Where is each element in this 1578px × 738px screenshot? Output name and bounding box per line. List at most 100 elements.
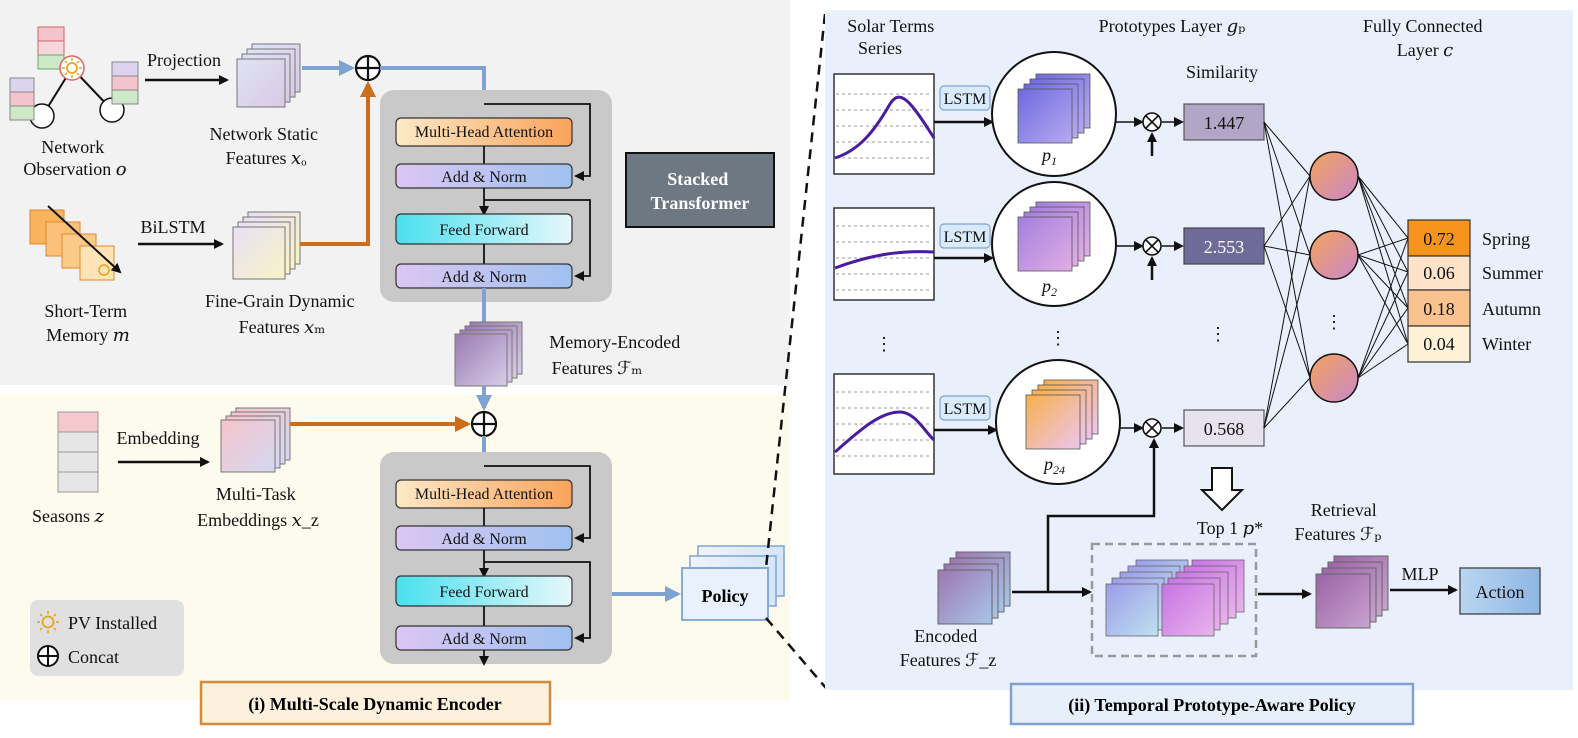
similarity-box-2 xyxy=(1183,227,1265,265)
prototype-p2-label: p2 xyxy=(1040,276,1057,299)
similarity-value-3: 0.568 xyxy=(1204,419,1245,439)
mlp-label: MLP xyxy=(1401,564,1438,584)
similarity-box-3 xyxy=(1183,409,1265,447)
encoded-features-stack xyxy=(937,551,1011,625)
multi-task-embeddings-stack xyxy=(220,407,291,473)
action-label: Action xyxy=(1476,582,1525,602)
dynamic-to-concat-arrow xyxy=(300,81,376,246)
legend-box xyxy=(30,600,184,676)
output-season-summer: Summer xyxy=(1482,263,1543,283)
sun-icon xyxy=(62,58,82,78)
prototype-p1-stack xyxy=(1017,73,1091,144)
fine-grain-label: Fine-Grain Dynamic Features 𝑥ₘ xyxy=(205,291,359,337)
prototype-p24-label: p24 xyxy=(1042,454,1065,477)
top1-down-arrow-icon xyxy=(1199,467,1245,512)
network-static-features-stack xyxy=(236,43,301,108)
retrieval-features-stack xyxy=(1315,555,1389,629)
network-static-label: Network Static Features 𝑥ₒ xyxy=(210,124,323,168)
output-value-spring: 0.72 xyxy=(1423,229,1455,249)
ellipsis-similarity: ⋮ xyxy=(1209,324,1227,344)
feed-forward-label-bottom: Feed Forward xyxy=(439,584,528,601)
concat-icon-bottom xyxy=(470,410,498,438)
ellipsis-prototypes: ⋮ xyxy=(1049,328,1067,348)
network-observation-label: Network Observation 𝑜 xyxy=(23,137,126,179)
seasons-vector-icon xyxy=(57,411,99,493)
memory-encoded-label: Memory-Encoded Features ℱₘ xyxy=(549,332,684,378)
encoded-to-multiply-arrow xyxy=(1046,438,1159,592)
transformer-block-top: Multi-Head Attention Add & Norm Feed For… xyxy=(380,90,612,302)
prototype-p1-label: p1 xyxy=(1040,145,1057,168)
policy-box xyxy=(681,545,785,621)
multiply-icon-1 xyxy=(1142,112,1162,132)
add-norm-label-bottom-2: Add & Norm xyxy=(441,631,527,648)
ellipsis-series: ⋮ xyxy=(875,334,893,354)
fine-grain-features-stack xyxy=(232,211,301,280)
policy-label: Policy xyxy=(702,586,749,606)
retrieval-features-label: Retrieval Features ℱₚ xyxy=(1295,500,1382,544)
solar-series-plot-3 xyxy=(833,373,936,475)
seasons-label: Seasons 𝑧 xyxy=(32,506,104,526)
lstm-label-3: LSTM xyxy=(944,401,987,418)
lstm-box-3 xyxy=(939,395,991,421)
retrieval-feature-stacks xyxy=(1105,559,1245,637)
policy-title: (ii) Temporal Prototype-Aware Policy xyxy=(1068,695,1355,716)
multiply-icon-3 xyxy=(1142,418,1162,438)
short-term-memory-icon xyxy=(29,205,122,281)
similarity-value-2: 2.553 xyxy=(1204,237,1245,257)
legend-pv-label: PV Installed xyxy=(68,613,157,633)
output-box-autumn xyxy=(1407,289,1471,327)
mha-label-bottom: Multi-Head Attention xyxy=(415,486,553,503)
output-value-winter: 0.04 xyxy=(1423,334,1455,354)
lstm-box-2 xyxy=(939,223,991,249)
fc-node-3 xyxy=(1309,353,1359,403)
prototype-p2-stack xyxy=(1017,201,1091,272)
fc-node-2 xyxy=(1309,230,1359,280)
embedding-label: Embedding xyxy=(117,428,200,448)
output-box-spring xyxy=(1407,219,1471,257)
memory-encoded-features-stack xyxy=(454,321,523,387)
zoom-line-top xyxy=(764,13,827,569)
concat-icon-top xyxy=(354,54,382,82)
zoom-line-bottom xyxy=(765,617,827,689)
output-box-winter xyxy=(1407,325,1471,363)
concat-icon xyxy=(37,645,59,667)
add-norm-label-top-2: Add & Norm xyxy=(441,269,527,286)
mha-label-top: Multi-Head Attention xyxy=(415,124,553,141)
encoder-title-box xyxy=(199,680,552,726)
fc-connections xyxy=(1263,121,1409,429)
sun-icon xyxy=(37,611,59,633)
bilstm-label: BiLSTM xyxy=(140,217,205,237)
projection-label: Projection xyxy=(147,50,221,70)
similarity-label: Similarity xyxy=(1186,62,1258,82)
output-value-summer: 0.06 xyxy=(1423,263,1455,283)
encoder-title: (i) Multi-Scale Dynamic Encoder xyxy=(248,694,501,715)
retrieval-selection-box xyxy=(1090,542,1258,658)
solar-terms-label: Solar Terms Series xyxy=(847,16,938,58)
output-season-winter: Winter xyxy=(1482,334,1531,354)
output-season-spring: Spring xyxy=(1482,229,1530,249)
network-graph-icon xyxy=(9,26,139,129)
encoded-features-label: Encoded Features ℱ_z xyxy=(900,626,997,670)
fc-node-1 xyxy=(1309,151,1359,201)
similarity-value-1: 1.447 xyxy=(1204,113,1245,133)
output-season-autumn: Autumn xyxy=(1482,299,1541,319)
legend-concat-label: Concat xyxy=(68,647,119,667)
multiply-icon-2 xyxy=(1142,236,1162,256)
stacked-transformer-label: Stacked Transformer xyxy=(651,169,750,213)
short-term-memory-label: Short-Term Memory 𝑚 xyxy=(44,301,131,345)
transformer-block-bottom: Multi-Head Attention Add & Norm Feed For… xyxy=(380,452,612,666)
action-box xyxy=(1459,567,1541,615)
output-box-summer xyxy=(1407,255,1471,291)
multi-task-label: Multi-Task Embeddings 𝑥_z xyxy=(197,484,319,530)
prototypes-layer-label: Prototypes Layer 𝑔ₚ xyxy=(1099,16,1246,36)
top1-label: Top 1 𝑝* xyxy=(1197,518,1263,538)
solar-series-plot-2 xyxy=(833,207,935,301)
lstm-box-1 xyxy=(939,85,991,111)
ellipsis-nodes: ⋮ xyxy=(1325,312,1343,332)
lstm-label-1: LSTM xyxy=(944,91,987,108)
solar-series-plot-1 xyxy=(833,73,936,175)
fc-layer-label: Fully Connected Layer 𝑐 xyxy=(1363,16,1487,60)
add-norm-label-bottom-1: Add & Norm xyxy=(441,531,527,548)
policy-title-box xyxy=(1009,682,1415,726)
feed-forward-label-top: Feed Forward xyxy=(439,222,528,239)
